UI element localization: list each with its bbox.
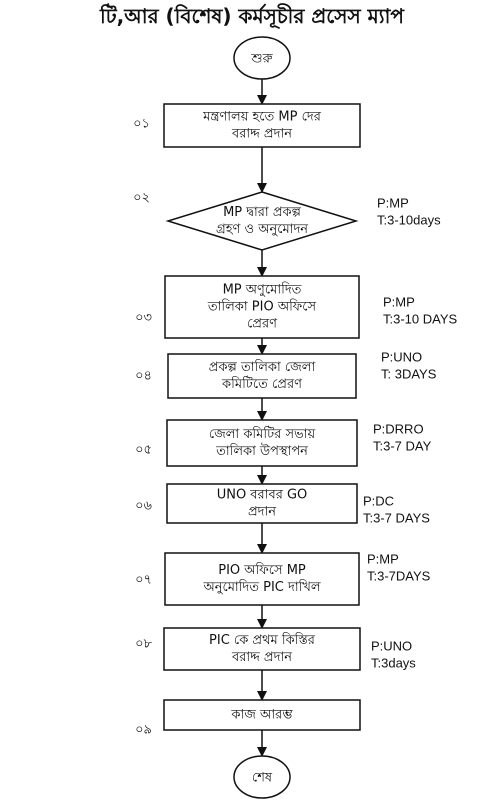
- step-6-line-2: প্রদান: [248, 505, 276, 520]
- step-8-line-2: বরাদ্দ প্রদান: [231, 650, 292, 665]
- step-7-note-2: T:3-7DAYS: [367, 568, 431, 583]
- process-step-7: [164, 552, 360, 606]
- step-7-line-1: PIO অফিসে MP: [218, 562, 306, 578]
- step-8-note-2: T:3days: [371, 655, 416, 670]
- step-number-6: ০৬: [135, 499, 152, 514]
- step-6-line-1: UNO বরাবর GO: [217, 488, 308, 503]
- step-6-note-2: T:3-7 DAYS: [363, 510, 430, 525]
- step-2-note-2: T:3-10days: [377, 212, 441, 227]
- step-8-note-1: P:UNO: [371, 638, 412, 653]
- process-step-5: [166, 419, 358, 467]
- step-4-note-1: P:UNO: [381, 349, 422, 364]
- step-3-note-2: T:3-10 DAYS: [383, 311, 458, 326]
- process-step-8: [163, 627, 361, 671]
- step-5-line-1: জেলা কমিটির সভায়: [209, 426, 316, 442]
- step-3-line-3: প্রেরণ: [247, 317, 278, 332]
- step-2-line-1: MP দ্বারা প্রকল্প: [223, 205, 302, 220]
- step-number-5: ০৫: [135, 443, 152, 458]
- process-step-3: [164, 275, 360, 339]
- step-4-note-2: T: 3DAYS: [381, 366, 437, 381]
- step-9-line-1: কাজ আরম্ভ: [230, 708, 293, 723]
- step-5-line-2: তালিকা উপস্থাপন: [215, 443, 308, 459]
- step-number-8: ০৮: [135, 637, 152, 652]
- step-1-line-1: মন্ত্রণালয় হতে MP দের: [202, 110, 322, 125]
- step-number-1: ০১: [133, 117, 150, 132]
- step-number-9: ০৯: [135, 723, 152, 738]
- step-5-note-2: T:3-7 DAY: [373, 438, 432, 453]
- process-step-9: [163, 699, 361, 731]
- process-step-1: [163, 103, 361, 148]
- step-2-note-1: P:MP: [377, 195, 409, 210]
- step-2-line-2: গ্রহণ ও অনুমোদন: [216, 222, 308, 237]
- step-6-note-1: P:DC: [363, 493, 394, 508]
- step-number-4: ০৪: [135, 369, 152, 384]
- step-7-line-2: অনুমোদিত PIC দাখিল: [202, 579, 320, 595]
- step-4-line-2: কমিটিতে প্রেরণ: [221, 376, 303, 392]
- start-terminal: [233, 36, 291, 80]
- step-3-line-2: তালিকা PIO অফিসে: [207, 299, 317, 315]
- step-8-line-1: PIC কে প্রথম কিস্তির: [209, 632, 316, 648]
- end-label: শেষ: [252, 771, 273, 786]
- step-3-line-1: MP অণুমোদিত: [223, 282, 302, 298]
- process-step-6: [166, 483, 358, 524]
- step-1-line-2: বরাদ্দ প্রদান: [231, 127, 292, 142]
- step-number-3: ০৩: [135, 311, 152, 326]
- step-3-note-1: P:MP: [383, 294, 415, 309]
- decision-step-2: [165, 191, 359, 251]
- process-step-4: [167, 353, 357, 399]
- end-terminal: [233, 755, 291, 799]
- step-number-2: ০২: [133, 191, 150, 206]
- page-title: টি,আর (বিশেষ) কর্মসূচীর প্রসেস ম্যাপ: [100, 4, 404, 28]
- step-5-note-1: P:DRRO: [373, 421, 424, 436]
- step-7-note-1: P:MP: [367, 551, 399, 566]
- start-label: শুরু: [250, 52, 273, 67]
- step-number-7: ০৭: [135, 573, 152, 588]
- step-4-line-1: প্রকল্প তালিকা জেলা: [209, 359, 316, 375]
